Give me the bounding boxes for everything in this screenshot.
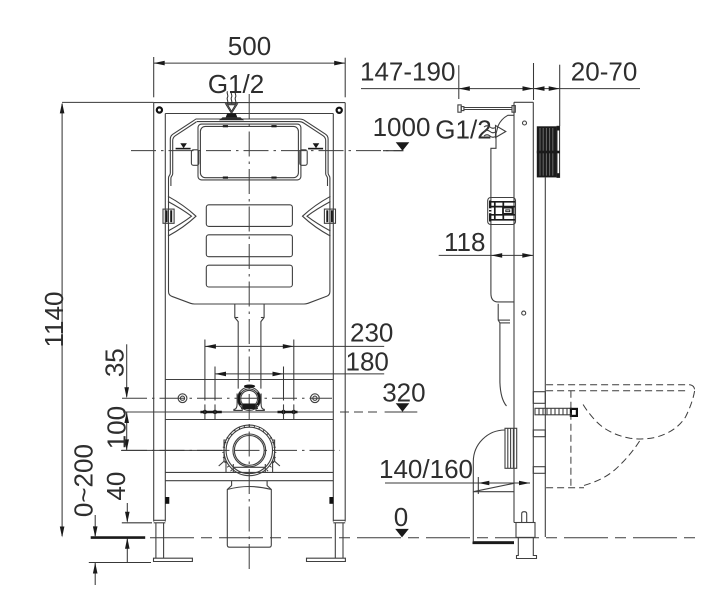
svg-text:0~200: 0~200 — [69, 444, 99, 517]
svg-text:G1/2: G1/2 — [435, 115, 491, 145]
svg-text:180: 180 — [346, 346, 389, 376]
svg-text:20-70: 20-70 — [571, 57, 638, 87]
svg-text:40: 40 — [101, 472, 131, 501]
svg-text:100: 100 — [102, 406, 132, 449]
svg-text:147-190: 147-190 — [360, 57, 455, 87]
svg-text:230: 230 — [350, 318, 393, 348]
svg-text:140/160: 140/160 — [379, 454, 473, 484]
svg-text:500: 500 — [228, 31, 271, 61]
svg-text:320: 320 — [382, 378, 425, 408]
svg-text:1000: 1000 — [373, 112, 431, 142]
svg-text:118: 118 — [444, 227, 485, 257]
svg-text:G1/2: G1/2 — [208, 69, 264, 99]
svg-text:35: 35 — [99, 348, 129, 377]
svg-text:0: 0 — [394, 502, 408, 532]
svg-text:1140: 1140 — [39, 292, 69, 348]
